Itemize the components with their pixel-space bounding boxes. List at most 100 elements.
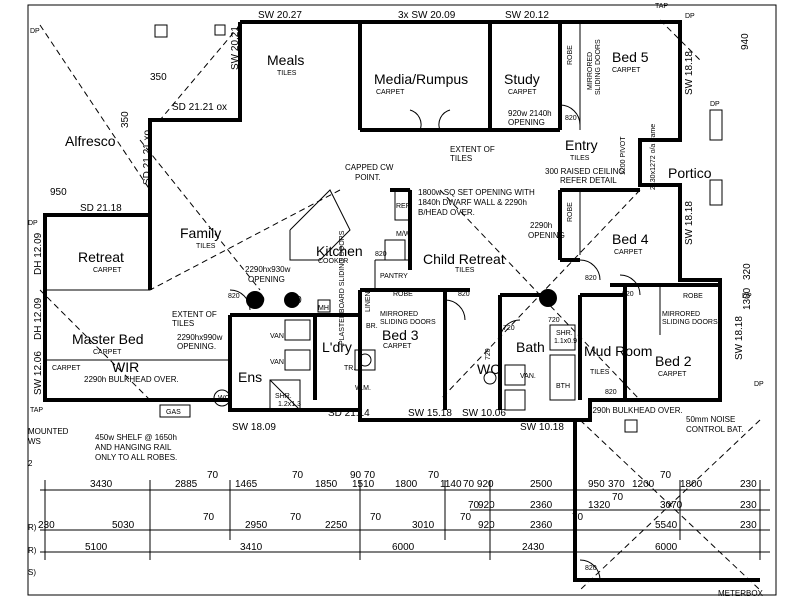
label-dp4: DP [754, 381, 764, 388]
label-opening-990b: OPENING. [177, 342, 216, 351]
hatch-marker-2 [246, 291, 264, 309]
dim-row1-11: 70 920 [463, 479, 494, 490]
dim-row2-2: 2360 [530, 500, 553, 511]
label-tap2: TAP [30, 407, 43, 414]
dim-row4-2: 6000 [392, 542, 415, 553]
door-swings [229, 104, 641, 581]
label-sw2012: SW 20.12 [505, 10, 549, 21]
room-retreat: Retreat [78, 249, 124, 265]
dim-row1-1: 2885 [175, 479, 198, 490]
label-sliding-bed3: SLIDING DOORS [380, 319, 436, 326]
room-media-finish: CARPET [376, 89, 405, 96]
dim-row2-5: 3070 [660, 500, 683, 511]
room-entry-finish: TILES [570, 155, 590, 162]
room-bath: Bath [516, 339, 545, 355]
label-sw1018: SW 10.18 [520, 422, 564, 433]
dim-row1-5: 1850 [315, 479, 338, 490]
label-sw2027: SW 20.27 [258, 10, 302, 21]
dim-row1-4: 70 [292, 470, 304, 481]
room-kitchen: Kitchen [316, 243, 363, 259]
room-meals: Meals [267, 52, 304, 68]
dim-row3-7: 3010 [412, 520, 435, 531]
room-child-retreat: Child Retreat [423, 251, 505, 267]
label-dh1209: DH 12.09 [33, 232, 44, 275]
label-dp2: DP [685, 13, 695, 20]
dim-row3-13: 230 [740, 520, 757, 531]
label-sw1818c: SW 18.18 [734, 316, 745, 360]
label-meterbox: METERBOX [718, 589, 764, 598]
dim-row3-6: 70 [370, 512, 382, 523]
label-r2: R) [28, 546, 37, 555]
label-van2: VAN. [270, 359, 286, 366]
dim-row4-3: 2430 [522, 542, 545, 553]
dim-row1-10: 1140 [440, 479, 462, 490]
room-entry: Entry [565, 137, 598, 153]
room-mud: Mud Room [584, 343, 652, 359]
label-wc-small: WC [218, 395, 230, 402]
label-ws: WS [28, 437, 41, 446]
dim-row1-9: 70 [428, 470, 440, 481]
dim-720-c: 720 [548, 317, 560, 324]
room-retreat-finish: CARPET [93, 267, 122, 274]
dim-row1-17: 1800 [680, 479, 703, 490]
room-bed3-finish: CARPET [383, 343, 412, 350]
label-sw1006: SW 10.06 [462, 408, 506, 419]
dim-row3-2: 70 [203, 512, 215, 523]
label-robe-bed5: ROBE [567, 45, 574, 65]
dim-row2-4: 70 [612, 492, 624, 503]
dim-row3-5: 2250 [325, 520, 348, 531]
label-shelf1: 450w SHELF @ 1650h [95, 433, 177, 442]
label-dwarf: 1840h DWARF WALL & 2290h [418, 198, 527, 207]
label-opening-930b: OPENING [248, 275, 285, 284]
room-family-finish: TILES [196, 243, 216, 250]
room-ens: Ens [238, 369, 262, 385]
exterior-walls [43, 20, 760, 582]
label-frame: 2130x1272 o/a frame [650, 124, 657, 190]
label-tap: TAP [655, 3, 668, 10]
label-linen: LINEN [365, 291, 372, 312]
label-mw: M/W [396, 231, 411, 238]
room-bed3: Bed 3 [382, 327, 419, 343]
label-bulkhead: 2290h BULKHEAD OVER. [84, 375, 179, 384]
label-sw1518: SW 15.18 [408, 408, 452, 419]
label-robe-bed4: ROBE [567, 202, 574, 222]
label-sw1818: SW 18.18 [684, 51, 695, 95]
label-cooker: COOKER [318, 258, 348, 265]
label-noise: 50mm NOISE [686, 415, 735, 424]
label-opening-920b: OPENING [508, 118, 545, 127]
dim-820-a: 820 [565, 115, 577, 122]
label-wm: W.M. [355, 385, 371, 392]
dim-row1-2: 70 [207, 470, 219, 481]
label-mh: MH [318, 305, 329, 312]
label-pantry: PANTRY [380, 273, 408, 280]
dim-row1-13: 950 [588, 479, 605, 490]
dim-row3-12: 5540 [655, 520, 678, 531]
dim-row2-1: 920 [478, 500, 495, 511]
label-s: S) [28, 568, 36, 577]
label-sw1818b: SW 18.18 [684, 201, 695, 245]
dim-row1-16: 70 [660, 470, 672, 481]
room-study-finish: CARPET [508, 89, 537, 96]
label-sd2121: SD 21.21 ox [172, 102, 227, 113]
label-noise2: CONTROL BAT. [686, 425, 743, 434]
dim-350-a: 350 [150, 72, 167, 83]
label-sliding-bed5: SLIDING DOORS [595, 39, 602, 95]
label-van: VAN. [270, 333, 286, 340]
label-sd2118: SD 21.18 [80, 203, 122, 214]
label-shr2-size: 1.1x0.9 [554, 338, 577, 345]
room-master-finish: CARPET [93, 349, 122, 356]
label-opening-2290: 2290h [530, 221, 552, 230]
room-bed2: Bed 2 [655, 353, 692, 369]
label-r: R) [28, 523, 37, 532]
label-sw1206: SW 12.06 [33, 351, 44, 395]
room-bed5: Bed 5 [612, 49, 649, 65]
dim-row4-0: 5100 [85, 542, 108, 553]
dim-row3-4: 70 [290, 512, 302, 523]
dim-row3-8: 70 [460, 512, 472, 523]
dim-row4-1: 3410 [240, 542, 263, 553]
label-opening-930: 2290hx930w [245, 265, 291, 274]
dim-820-h: 820 [605, 389, 617, 396]
hatch-marker-3 [284, 292, 300, 308]
dim-950: 950 [50, 187, 67, 198]
